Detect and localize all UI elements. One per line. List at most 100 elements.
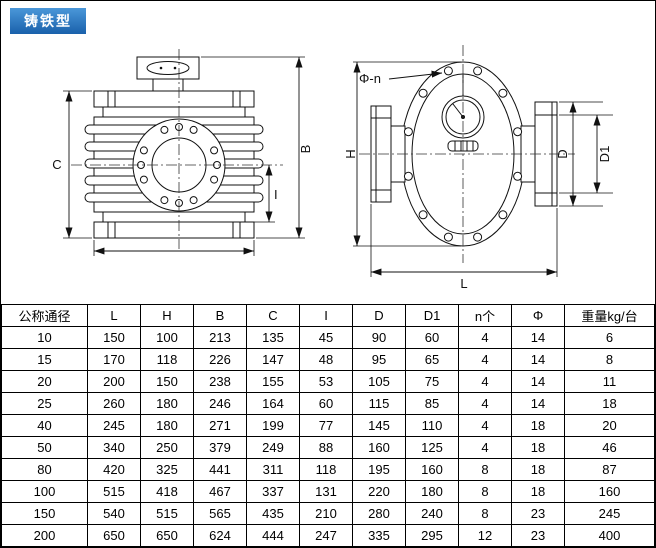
table-cell: 46	[564, 436, 655, 459]
table-cell: 18	[564, 392, 655, 415]
table-cell: 180	[140, 392, 194, 415]
table-cell: 14	[511, 326, 565, 349]
table-cell: 295	[405, 524, 459, 547]
table-cell: 45	[299, 326, 353, 349]
table-cell: 467	[193, 480, 247, 503]
table-cell: 18	[511, 458, 565, 481]
centerlines	[359, 45, 575, 263]
table-cell: 6	[564, 326, 655, 349]
table-cell: 335	[352, 524, 406, 547]
table-cell: 441	[193, 458, 247, 481]
column-header: H	[140, 304, 194, 327]
table-cell: 180	[140, 414, 194, 437]
table-cell: 18	[511, 480, 565, 503]
table-cell: 200	[1, 524, 88, 547]
table-cell: 200	[87, 370, 141, 393]
table-cell: 118	[140, 348, 194, 371]
table-cell: 125	[405, 436, 459, 459]
table-cell: 311	[246, 458, 300, 481]
table-cell: 14	[511, 392, 565, 415]
bolt-holes	[403, 66, 523, 242]
table-cell: 245	[564, 502, 655, 525]
dim-d1: D1	[559, 114, 613, 194]
dim-b: B	[201, 56, 313, 239]
table-cell: 12	[458, 524, 512, 547]
bolt-note-label: Φ-n	[359, 71, 381, 86]
table-cell: 337	[246, 480, 300, 503]
table-cell: 160	[352, 436, 406, 459]
table-cell: 250	[140, 436, 194, 459]
dim-label-i: I	[274, 187, 278, 202]
table-cell: 150	[1, 502, 88, 525]
table-cell: 650	[140, 524, 194, 547]
table-cell: 18	[511, 414, 565, 437]
table-cell: 20	[1, 370, 88, 393]
table-cell: 4	[458, 414, 512, 437]
table-cell: 100	[140, 326, 194, 349]
table-cell: 48	[299, 348, 353, 371]
column-header: D1	[405, 304, 459, 327]
table-cell: 8	[458, 458, 512, 481]
table-cell: 4	[458, 348, 512, 371]
table-cell: 4	[458, 370, 512, 393]
column-header: I	[299, 304, 353, 327]
table-cell: 135	[246, 326, 300, 349]
column-header: B	[193, 304, 247, 327]
table-cell: 8	[458, 502, 512, 525]
table-cell: 199	[246, 414, 300, 437]
dim-label-b: B	[298, 145, 313, 154]
dim-d: D	[555, 101, 603, 207]
table-cell: 418	[140, 480, 194, 503]
table-cell: 100	[1, 480, 88, 503]
centerlines	[71, 49, 283, 249]
table-cell: 23	[511, 502, 565, 525]
table-cell: 87	[564, 458, 655, 481]
table-cell: 110	[405, 414, 459, 437]
dim-i: I	[245, 165, 278, 223]
table-cell: 195	[352, 458, 406, 481]
table-cell: 226	[193, 348, 247, 371]
table-cell: 25	[1, 392, 88, 415]
counter-assembly	[136, 56, 200, 92]
table-cell: 147	[246, 348, 300, 371]
table-cell: 4	[458, 392, 512, 415]
table-cell: 75	[405, 370, 459, 393]
table-cell: 650	[87, 524, 141, 547]
table-cell: 65	[405, 348, 459, 371]
table-cell: 340	[87, 436, 141, 459]
table-cell: 170	[87, 348, 141, 371]
table-cell: 77	[299, 414, 353, 437]
table-cell: 115	[352, 392, 406, 415]
table-cell: 420	[87, 458, 141, 481]
table-cell: 95	[352, 348, 406, 371]
column-header: C	[246, 304, 300, 327]
table-cell: 131	[299, 480, 353, 503]
dim-label-d: D	[555, 149, 570, 158]
table-cell: 164	[246, 392, 300, 415]
bolt-note: Φ-n	[359, 70, 443, 86]
front-view-drawing: C B I	[52, 49, 313, 256]
table-cell: 85	[405, 392, 459, 415]
column-header: 重量kg/台	[564, 304, 655, 327]
table-cell: 624	[193, 524, 247, 547]
meter-body	[84, 90, 264, 239]
table-cell: 379	[193, 436, 247, 459]
table-cell: 444	[246, 524, 300, 547]
table-cell: 515	[87, 480, 141, 503]
table-cell: 565	[193, 502, 247, 525]
table-cell: 260	[87, 392, 141, 415]
column-header: L	[87, 304, 141, 327]
table-cell: 20	[564, 414, 655, 437]
